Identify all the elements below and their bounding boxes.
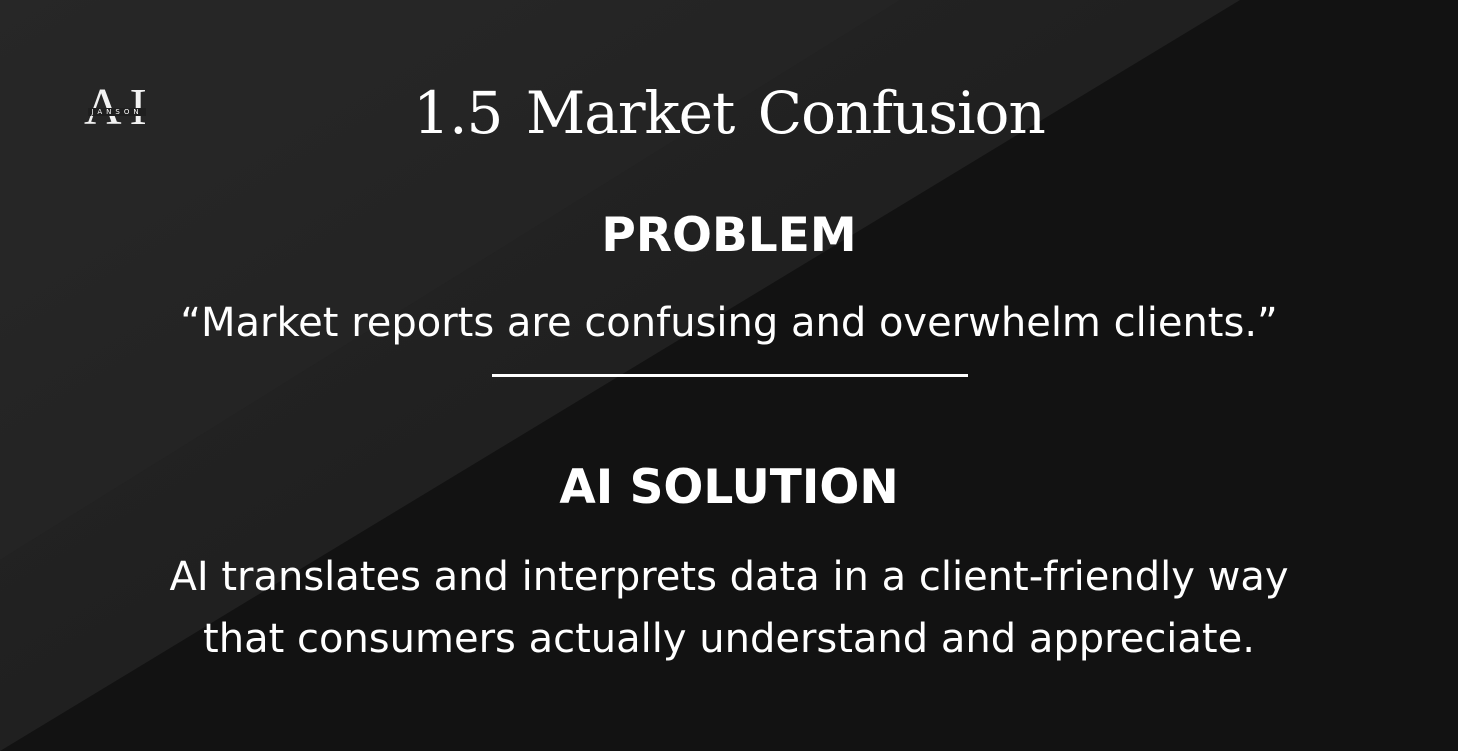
section-divider [492, 374, 968, 377]
problem-quote: “Market reports are confusing and overwh… [180, 300, 1278, 346]
solution-heading: AI SOLUTION [559, 460, 899, 515]
page-title: 1.5 Market Confusion [413, 79, 1046, 147]
solution-text-line-2: that consumers actually understand and a… [203, 616, 1255, 662]
janson-ai-logo: AI JANSON [84, 82, 150, 138]
problem-heading: PROBLEM [601, 208, 857, 263]
solution-text-line-1: AI translates and interprets data in a c… [169, 554, 1289, 600]
logo-letters: AI [84, 82, 150, 134]
logo-subtext: JANSON [84, 108, 150, 116]
